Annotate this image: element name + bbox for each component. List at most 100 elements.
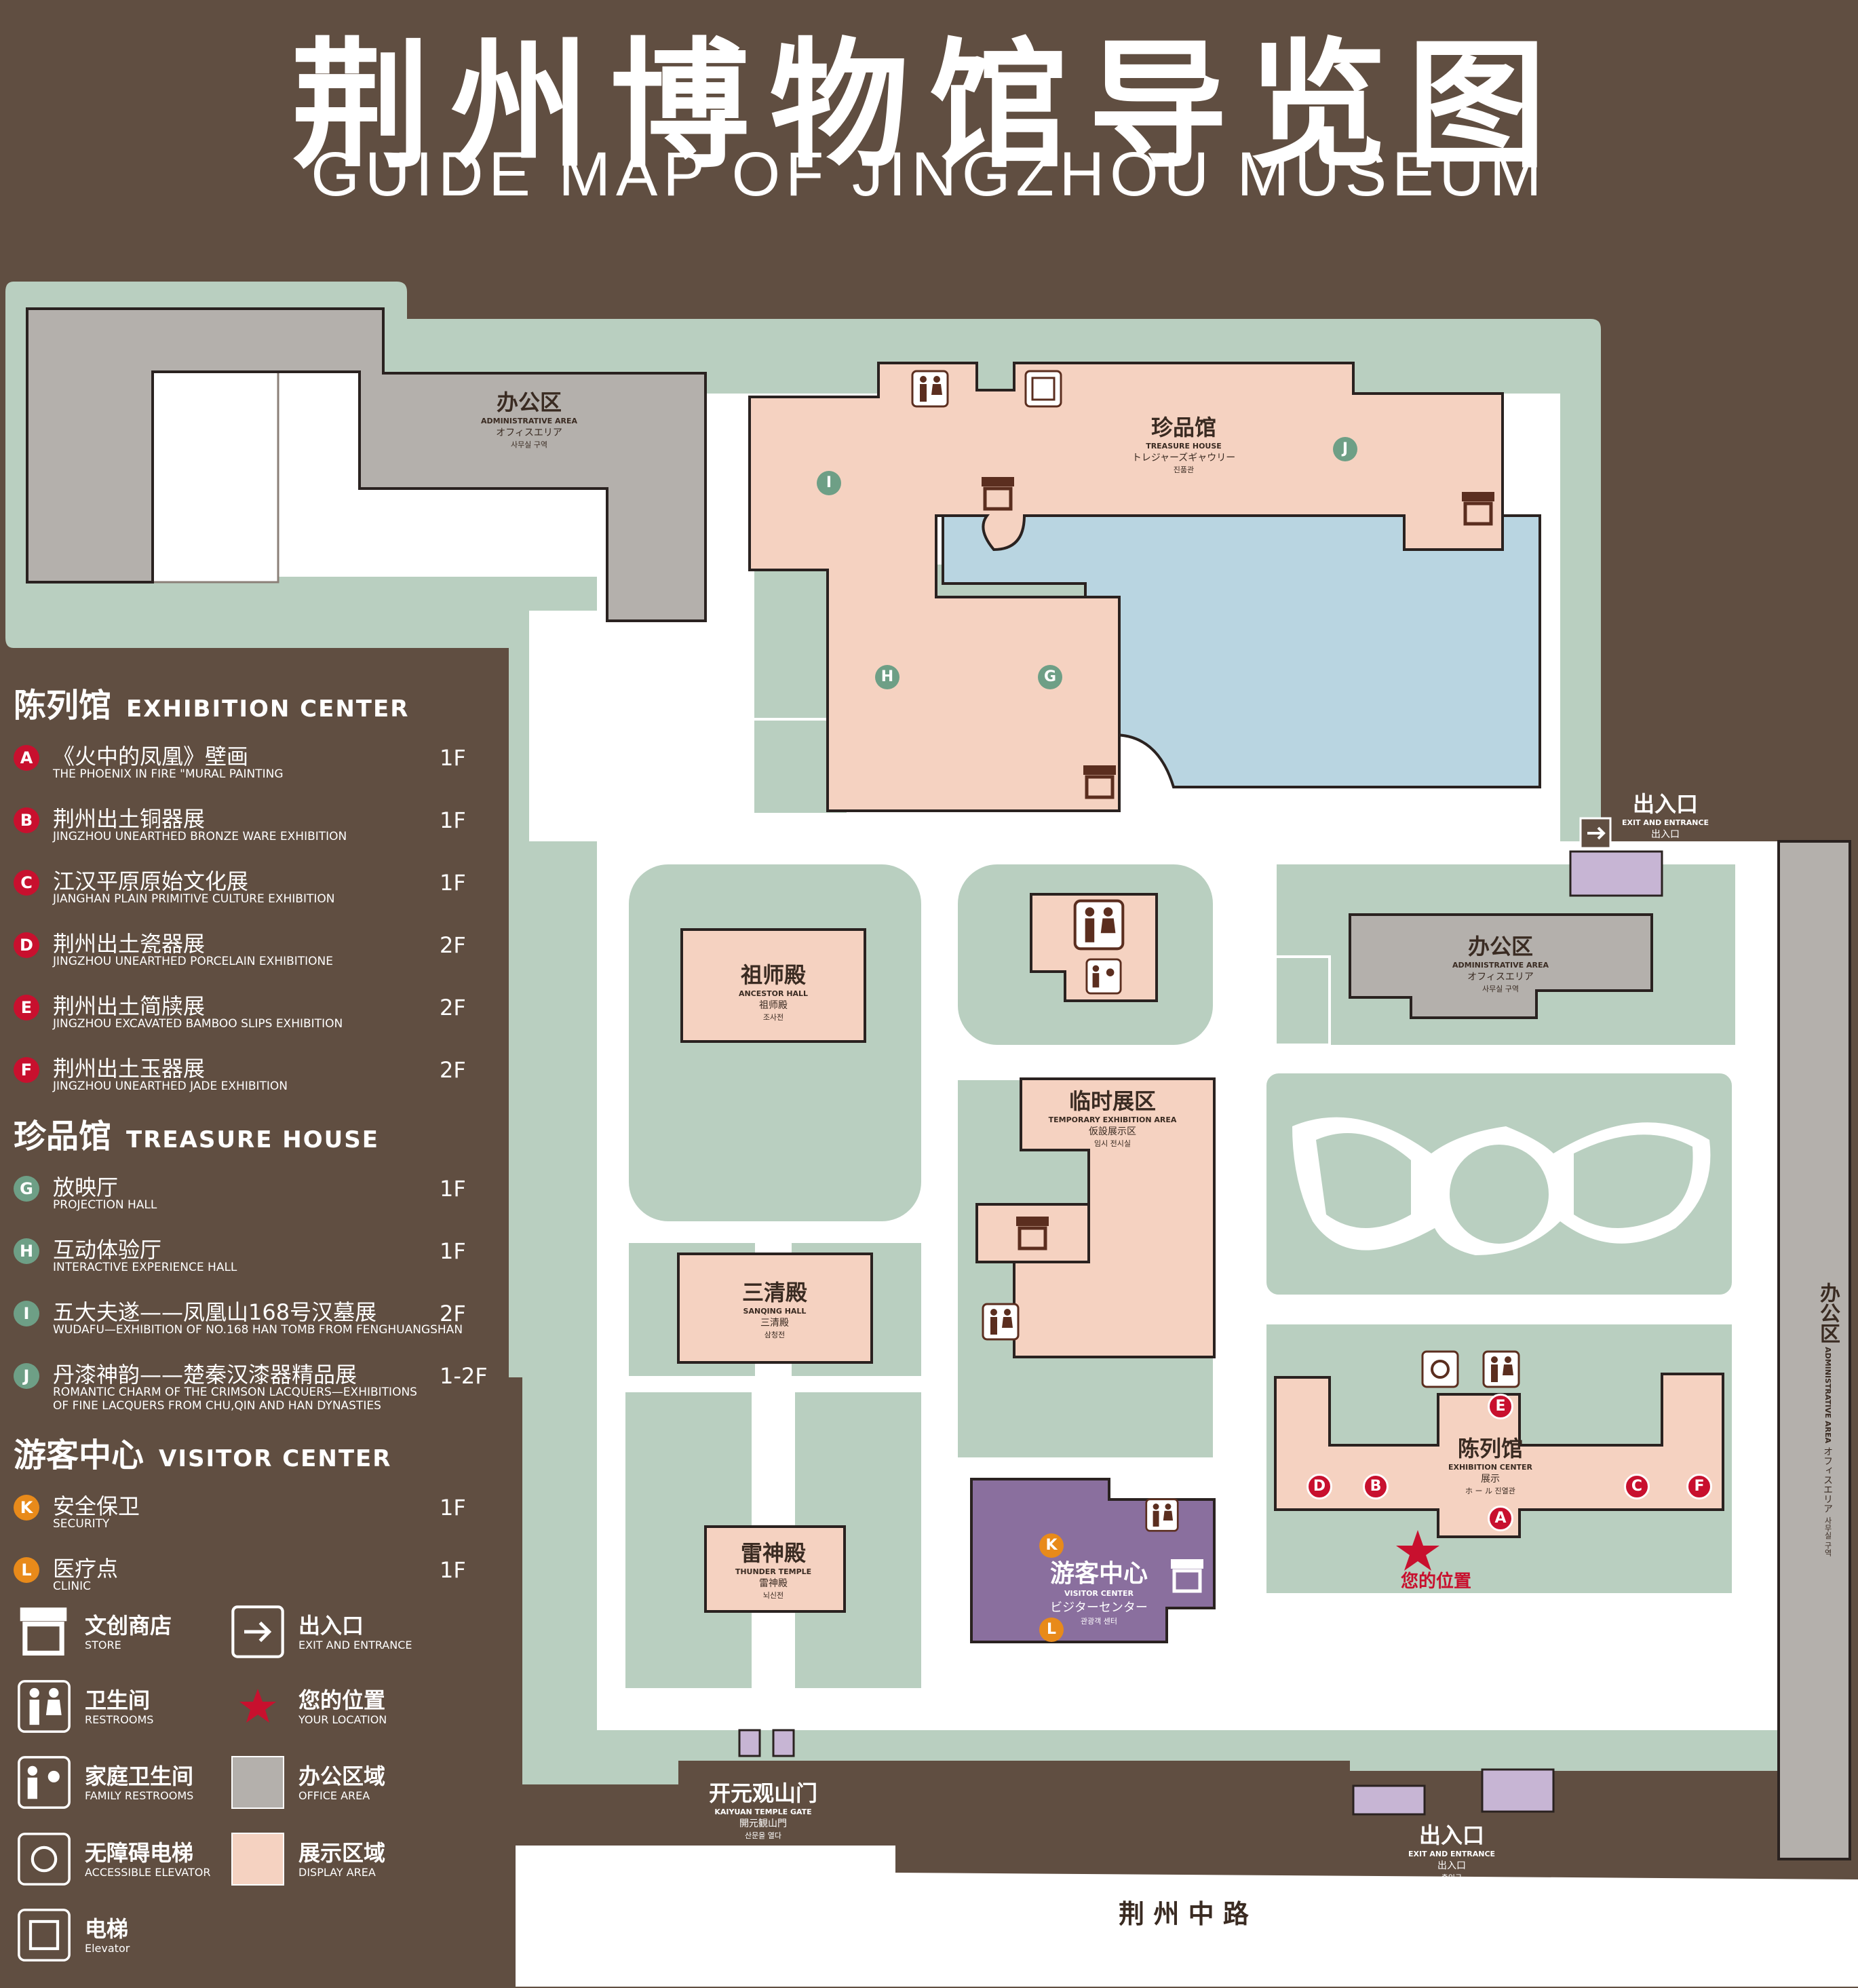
- store-icon[interactable]: [980, 475, 1016, 513]
- store-icon[interactable]: [1014, 1215, 1051, 1253]
- badge: E: [14, 995, 39, 1020]
- key-en: Elevator: [85, 1942, 130, 1955]
- badge: K: [14, 1495, 39, 1521]
- label-admin-nw: 办公区 ADMINISTRATIVE AREA オフィスエリア 사무실 구역: [481, 385, 577, 450]
- pin-B[interactable]: B: [1363, 1474, 1389, 1499]
- label-exit-south: 出入口 EXIT AND ENTRANCE 出入口 출입구: [1408, 1818, 1495, 1883]
- label-ko: 관광객 센터: [1080, 1617, 1118, 1626]
- label-ja: 開元観山門: [739, 1818, 787, 1829]
- restroom-icon[interactable]: [911, 370, 949, 408]
- store-icon[interactable]: [1081, 763, 1118, 801]
- label-en: ADMINISTRATIVE AREA: [1823, 1347, 1832, 1444]
- store-icon[interactable]: [1460, 490, 1496, 528]
- label-ja: オフィスエリア: [496, 427, 562, 438]
- pin-H[interactable]: H: [875, 665, 899, 689]
- pin-A[interactable]: A: [1488, 1506, 1513, 1531]
- label-sanqing-hall: 三清殿 SANQING HALL 三清殿 삼청전: [742, 1276, 807, 1340]
- treasure-house-building: [748, 362, 1504, 812]
- badge: D: [14, 932, 39, 958]
- label-ja: 祖师殿: [759, 1000, 788, 1011]
- you-are-here-label: 您的位置: [1400, 1571, 1472, 1592]
- item-cn: 放映厅: [53, 1174, 119, 1200]
- item-en: CLINIC: [53, 1580, 91, 1593]
- label-en: KAIYUAN TEMPLE GATE: [714, 1808, 812, 1816]
- section-title-en: TREASURE HOUSE: [126, 1126, 379, 1153]
- label-ko: 진품관: [1173, 465, 1195, 474]
- item-cn: 医疗点: [53, 1556, 119, 1582]
- family-restroom-icon[interactable]: [1084, 958, 1123, 995]
- label-en: SANQING HALL: [743, 1307, 807, 1316]
- you-are-here-star: [1396, 1530, 1439, 1571]
- jingzhou-middle-road: [516, 1846, 1858, 1987]
- item-cn: 丹漆神韵——楚秦汉漆器精品展: [53, 1362, 357, 1388]
- pin-L[interactable]: L: [1039, 1618, 1064, 1642]
- restroom-icon[interactable]: [1073, 899, 1125, 951]
- road-label: 荆 州 中 路: [1119, 1899, 1249, 1929]
- label-exhibition-center: 陈列馆 EXHIBITION CENTER 展示 ホ ー ル 진열관: [1448, 1432, 1532, 1496]
- label-ja: 仮設展示区: [1088, 1126, 1136, 1137]
- item-en: JINGZHOU UNEARTHED BRONZE WARE EXHIBITIO…: [53, 830, 347, 843]
- star-icon: [239, 1689, 276, 1723]
- label-cn: 祖师殿: [740, 962, 806, 988]
- label-ancestor-hall: 祖师殿 ANCESTOR HALL 祖师殿 조사전: [739, 958, 808, 1022]
- badge: J: [14, 1363, 39, 1389]
- section-title-cn: 珍品馆: [14, 1117, 112, 1155]
- item-floor: 2F: [440, 995, 466, 1020]
- label-kaiyuan-gate: 开元观山门 KAIYUAN TEMPLE GATE 開元観山門 산문을 열다: [709, 1776, 817, 1841]
- restroom-icon[interactable]: [1482, 1350, 1520, 1388]
- accessible-elevator-icon[interactable]: [1421, 1350, 1459, 1388]
- item-en: SECURITY: [53, 1517, 110, 1531]
- label-en: THUNDER TEMPLE: [735, 1567, 812, 1576]
- pin-I[interactable]: I: [817, 471, 841, 495]
- store-icon[interactable]: [1169, 1557, 1205, 1595]
- item-en-line2: OF FINE LACQUERS FROM CHU,QIN AND HAN DY…: [53, 1399, 381, 1413]
- item-cn: 《火中的凤凰》壁画: [53, 744, 249, 769]
- label-ko: 조사전: [762, 1013, 784, 1022]
- pin-C[interactable]: C: [1624, 1474, 1650, 1499]
- pin-G[interactable]: G: [1038, 665, 1062, 689]
- pin-D[interactable]: D: [1307, 1474, 1332, 1499]
- section-title-cn: 游客中心: [14, 1436, 144, 1474]
- restroom-icon[interactable]: [982, 1303, 1020, 1341]
- label-cn: 三清殿: [741, 1280, 808, 1305]
- pin-J[interactable]: J: [1333, 437, 1357, 461]
- item-floor: 1-2F: [440, 1363, 488, 1389]
- item-floor: 1F: [440, 807, 466, 833]
- exit-icon[interactable]: [1579, 817, 1612, 849]
- key-cn: 无障碍电梯: [85, 1840, 194, 1866]
- item-floor: 1F: [440, 1557, 466, 1583]
- label-ja: オフィスエリア: [1467, 972, 1534, 982]
- elevator-icon[interactable]: [1024, 370, 1062, 408]
- badge: L: [14, 1557, 39, 1583]
- label-ja: トレジャーズギャウリー: [1131, 453, 1236, 463]
- key-cn: 出入口: [298, 1613, 364, 1639]
- item-cn: 互动体验厅: [53, 1237, 162, 1263]
- badge: C: [14, 870, 39, 896]
- badge: B: [14, 807, 39, 833]
- accessible-elevator-icon: [18, 1833, 71, 1886]
- item-en: INTERACTIVE EXPERIENCE HALL: [53, 1261, 237, 1274]
- pin-K[interactable]: K: [1039, 1533, 1064, 1558]
- section-title-cn: 陈列馆: [14, 687, 112, 725]
- item-en: ROMANTIC CHARM OF THE CRIMSON LACQUERS—E…: [53, 1385, 417, 1399]
- pin-E[interactable]: E: [1488, 1394, 1513, 1419]
- label-ko: 출입구: [1441, 1873, 1463, 1882]
- pin-F[interactable]: F: [1686, 1474, 1712, 1499]
- restroom-icon[interactable]: [1145, 1498, 1179, 1532]
